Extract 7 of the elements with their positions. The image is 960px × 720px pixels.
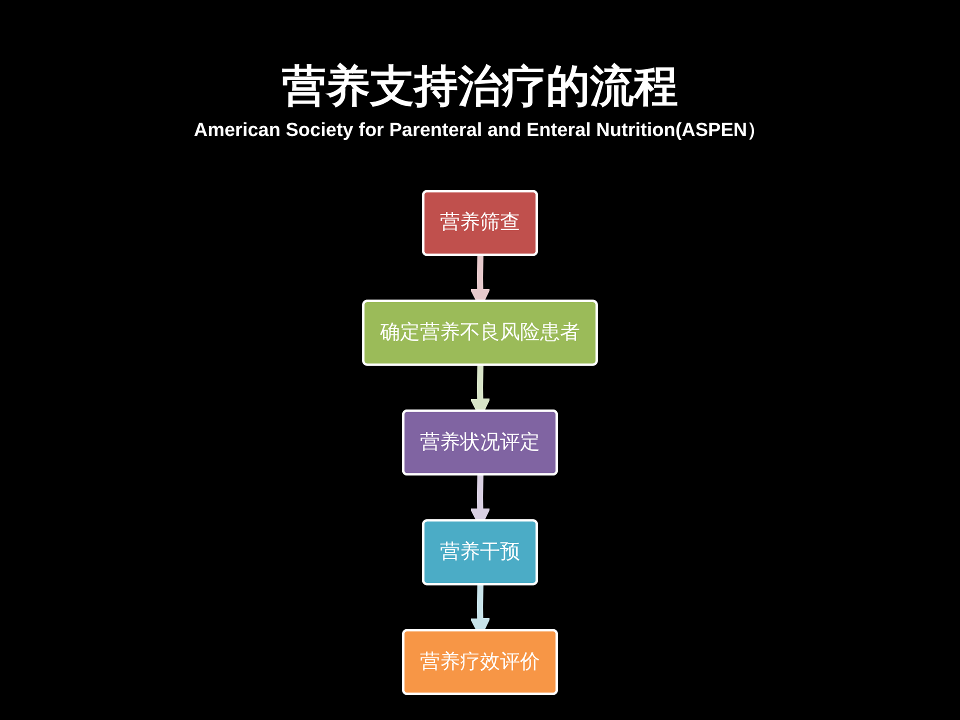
process-box: 营养状况评定 bbox=[402, 410, 558, 476]
process-box: 营养疗效评价 bbox=[402, 629, 558, 696]
process-box: 确定营养不良风险患者 bbox=[362, 300, 598, 366]
subtitle: American Society for Parenteral and Enteral Nutrition(ASPEN） bbox=[194, 118, 766, 143]
process-box: 营养干预 bbox=[422, 519, 538, 586]
title: 营养支持治疗的流程 bbox=[282, 62, 678, 113]
process-box: 营养筛查 bbox=[422, 190, 538, 256]
